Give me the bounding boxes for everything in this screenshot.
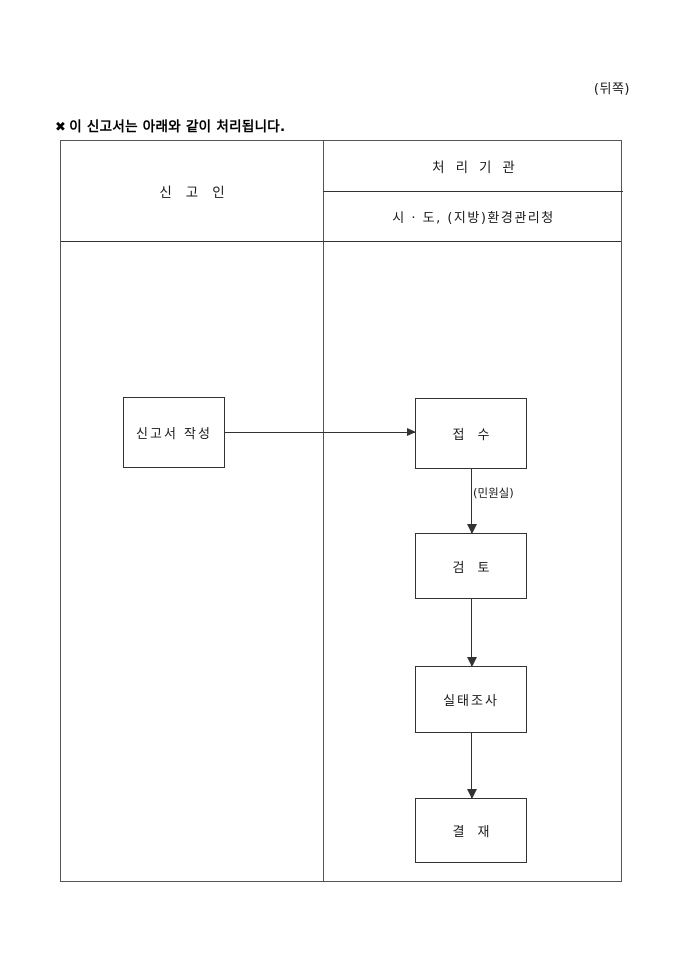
connector-write-to-receipt	[225, 428, 416, 436]
asterisk-mark-icon: ✖	[55, 120, 67, 135]
processing-flow-table: 신고인 처리기관 시 · 도, (지방)환경관리청 신고서 작성 접수 (민원실…	[60, 140, 623, 882]
processing-notice-text: 이 신고서는 아래와 같이 처리됩니다.	[69, 119, 286, 135]
header-agency-detail: 시 · 도, (지방)환경관리청	[392, 211, 555, 226]
processing-notice: ✖이 신고서는 아래와 같이 처리됩니다.	[55, 115, 285, 135]
connector-review-to-survey	[466, 599, 477, 667]
column-divider	[323, 141, 324, 881]
flow-node-review: 검토	[415, 533, 527, 599]
flow-diagram: 신고서 작성 접수 (민원실) 검토 실태조사 결재	[61, 242, 623, 882]
arrow-right-icon	[407, 428, 416, 436]
annotation-receipt-dept: (민원실)	[473, 486, 514, 500]
flow-node-write: 신고서 작성	[123, 397, 225, 468]
arrow-down-icon	[466, 789, 477, 799]
agency-header-divider	[323, 191, 623, 192]
flow-node-receipt: 접수	[415, 398, 527, 469]
header-agency: 처리기관	[432, 160, 526, 176]
header-divider	[61, 241, 621, 242]
connector-survey-to-approval	[466, 733, 477, 799]
page-side-label: (뒤쪽)	[593, 82, 630, 97]
arrow-down-icon	[466, 524, 477, 534]
header-applicant: 신고인	[159, 185, 239, 201]
flow-node-approval: 결재	[415, 798, 527, 863]
connector-receipt-to-review	[466, 469, 477, 534]
flow-node-survey: 실태조사	[415, 666, 527, 733]
arrow-down-icon	[466, 657, 477, 667]
